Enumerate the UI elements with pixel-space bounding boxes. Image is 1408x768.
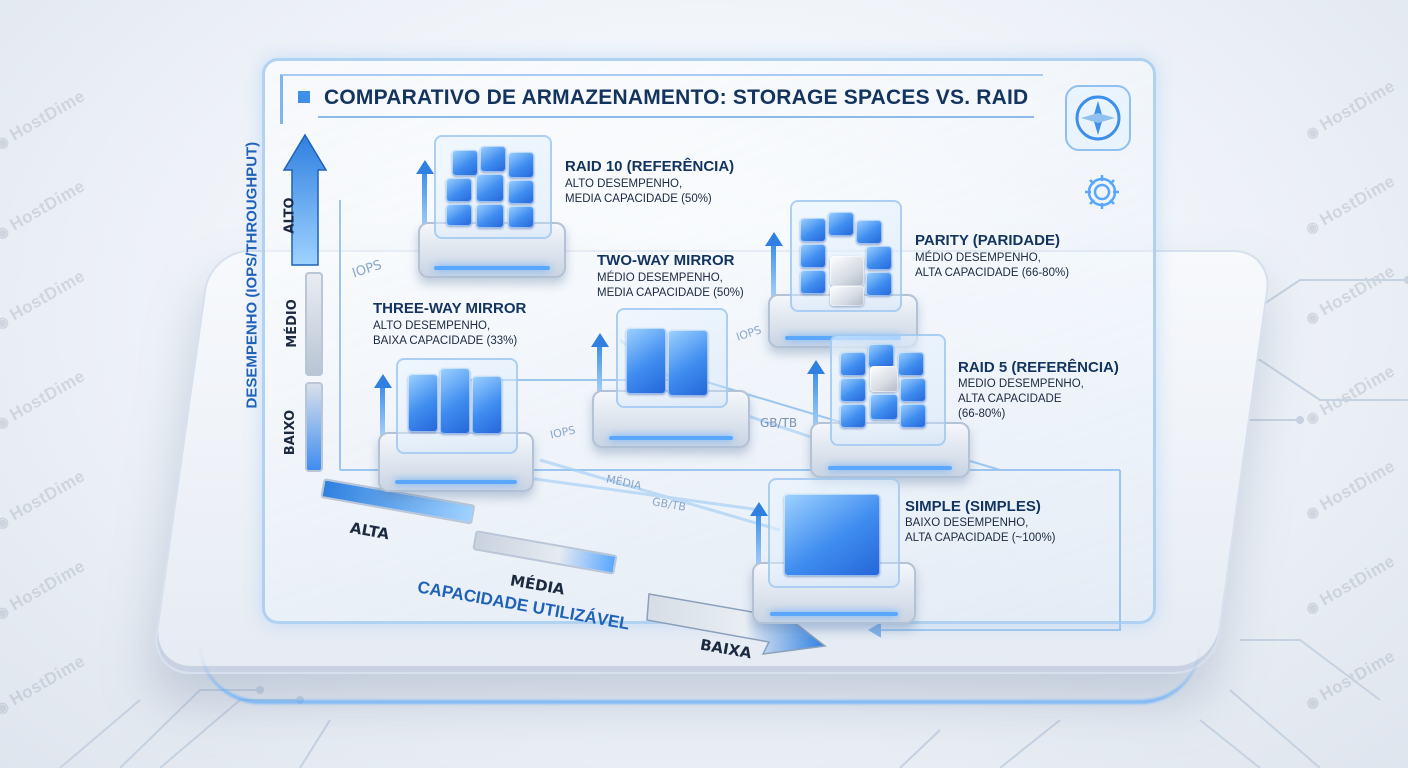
node-three-way-line2: BAIXA CAPACIDADE (33%) [373, 335, 518, 347]
node-parity-title: PARITY (PARIDADE) [915, 232, 1061, 249]
node-two-way-line1: MÉDIO DESEMPENHO, [597, 272, 723, 284]
gear-icon [1082, 172, 1122, 212]
title-marker [298, 91, 310, 103]
y-level-alto: ALTO [282, 197, 298, 234]
node-two-way-line2: MEDIA CAPACIDADE (50%) [597, 287, 744, 299]
node-simple-title: SIMPLE (SIMPLES) [905, 498, 1041, 515]
node-raid5-line2: ALTA CAPACIDADE [958, 393, 1062, 405]
y-level-baixo: BAIXO [283, 409, 299, 456]
y-axis-title: DESEMPENHO (IOPS/THROUGHPUT) [243, 141, 261, 409]
node-raid5-line3: (66-80%) [958, 408, 1006, 420]
node-three-way-title: THREE-WAY MIRROR [373, 300, 527, 317]
node-two-way-title: TWO-WAY MIRROR [597, 252, 735, 269]
flow-label-gbtb: GB/TB [760, 416, 798, 430]
title-frame [280, 74, 1043, 124]
node-simple-line2: ALTA CAPACIDADE (~100%) [905, 532, 1056, 544]
node-parity-line1: MÉDIO DESEMPENHO, [915, 252, 1041, 264]
compass-icon [1065, 85, 1131, 151]
node-raid10-line2: MEDIA CAPACIDADE (50%) [565, 193, 712, 205]
node-raid10-title: RAID 10 (REFERÊNCIA) [565, 158, 735, 175]
y-level-bar-baixo [305, 382, 323, 472]
y-axis-arrow [282, 133, 328, 266]
node-raid5-line1: MEDIO DESEMPENHO, [958, 378, 1084, 390]
node-raid10-line1: ALTO DESEMPENHO, [565, 178, 683, 190]
page-title: COMPARATIVO DE ARMAZENAMENTO: STORAGE SP… [324, 86, 1029, 109]
base-glow [200, 580, 1200, 704]
node-parity-line2: ALTA CAPACIDADE (66-80%) [915, 267, 1070, 279]
title-underline [318, 116, 1034, 118]
node-three-way-line1: ALTO DESEMPENHO, [373, 320, 491, 332]
node-raid5-title: RAID 5 (REFERÊNCIA) [958, 359, 1119, 376]
y-level-bar-medio [305, 272, 323, 376]
node-simple-line1: BAIXO DESEMPENHO, [905, 517, 1029, 529]
y-level-medio: MÉDIO [284, 299, 300, 348]
